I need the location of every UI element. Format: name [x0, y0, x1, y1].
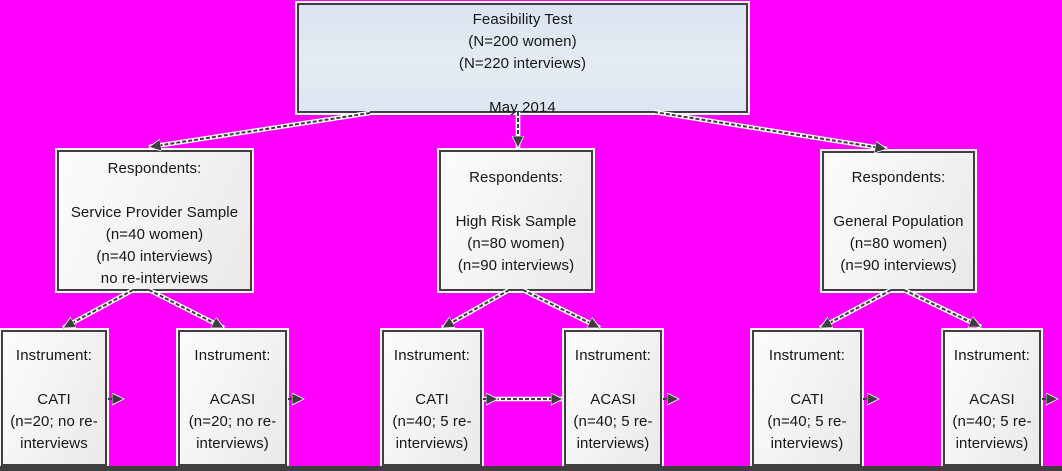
instrument-name: ACASI — [209, 391, 256, 408]
instrument-heading: Instrument: — [953, 347, 1031, 364]
blank-line — [59, 180, 250, 202]
instrument-detail: (n=40; 5 re- — [952, 413, 1032, 430]
arrow-genpop-to-cati — [820, 289, 892, 329]
sample-note: no re-interviews — [100, 270, 209, 287]
feasibility-test-box: Feasibility Test (N=200 women) (N=220 in… — [297, 3, 748, 116]
feasibility-women: (N=200 women) — [468, 33, 577, 50]
instrument-name: CATI — [790, 391, 824, 408]
instrument-detail: (n=40; 5 re- — [767, 413, 847, 430]
instrument-box-cati-genpop: Instrument: CATI (n=40; 5 re- interviews… — [752, 330, 862, 466]
instrument-heading: Instrument: — [15, 347, 93, 364]
instrument-box-acasi-highrisk: Instrument: ACASI (n=40; 5 re- interview… — [564, 330, 662, 466]
arrow-service-to-acasi — [148, 289, 224, 329]
instrument-detail: interviews) — [395, 435, 469, 452]
sample-women: (n=80 women) — [467, 235, 565, 252]
blank-line — [441, 189, 591, 211]
instrument-detail: interviews) — [955, 435, 1029, 452]
instrument-heading: Instrument: — [768, 347, 846, 364]
arrow-service-to-cati — [63, 289, 134, 329]
sample-name: High Risk Sample — [455, 213, 577, 230]
respondents-box-high-risk: Respondents: High Risk Sample (n=80 wome… — [439, 150, 593, 291]
instrument-detail: (n=20; no re- — [188, 413, 277, 430]
respondents-heading: Respondents: — [851, 169, 946, 186]
instrument-box-cati-service: Instrument: CATI (n=20; no re- interview… — [1, 330, 107, 466]
blank-line — [180, 367, 285, 389]
blank-line — [945, 367, 1039, 389]
instrument-heading: Instrument: — [393, 347, 471, 364]
instrument-detail: (n=20; no re- — [10, 413, 98, 430]
instrument-name: CATI — [415, 391, 449, 408]
arrow-highrisk-to-acasi — [522, 289, 600, 329]
instrument-detail: interviews) — [770, 435, 844, 452]
sample-women: (n=80 women) — [849, 235, 948, 252]
blank-line — [824, 189, 973, 211]
instrument-detail: (n=40; 5 re- — [573, 413, 653, 430]
blank-line — [3, 367, 105, 389]
sample-interviews: (n=90 interviews) — [840, 257, 957, 274]
sample-women: (n=40 women) — [105, 226, 204, 243]
instrument-heading: Instrument: — [574, 347, 652, 364]
instrument-detail: interviews) — [576, 435, 650, 452]
instrument-box-acasi-genpop: Instrument: ACASI (n=40; 5 re- interview… — [943, 330, 1041, 466]
arrow-genpop-to-acasi — [903, 289, 981, 328]
sample-interviews: (n=90 interviews) — [457, 257, 575, 274]
instrument-name: ACASI — [969, 391, 1015, 408]
blank-line — [754, 367, 860, 389]
bottom-shadow-band — [0, 466, 1062, 471]
respondents-box-general-population: Respondents: General Population (n=80 wo… — [822, 151, 975, 291]
feasibility-title: Feasibility Test — [472, 11, 573, 28]
feasibility-date: May 2014 — [489, 99, 556, 116]
sample-interviews: (n=40 interviews) — [96, 248, 213, 265]
respondents-heading: Respondents: — [469, 169, 563, 186]
instrument-heading: Instrument: — [194, 347, 271, 364]
blank-line — [384, 367, 480, 389]
instrument-box-cati-highrisk: Instrument: CATI (n=40; 5 re- interviews… — [382, 330, 482, 466]
sample-name: General Population — [833, 213, 964, 230]
instrument-name: ACASI — [590, 391, 636, 408]
instrument-name: CATI — [37, 391, 71, 408]
instrument-detail: (n=40; 5 re- — [392, 413, 472, 430]
respondents-box-service-provider: Respondents: Service Provider Sample (n=… — [57, 150, 252, 291]
instrument-detail: interviews) — [196, 435, 269, 452]
instrument-box-acasi-service: Instrument: ACASI (n=20; no re- intervie… — [178, 330, 287, 466]
sample-name: Service Provider Sample — [70, 204, 239, 221]
arrow-highrisk-to-cati — [442, 289, 510, 329]
blank-line — [566, 367, 660, 389]
instrument-detail: interviews — [20, 435, 88, 452]
feasibility-interviews: (N=220 interviews) — [458, 55, 587, 72]
blank-line — [299, 75, 746, 97]
respondents-heading: Respondents: — [107, 160, 202, 177]
